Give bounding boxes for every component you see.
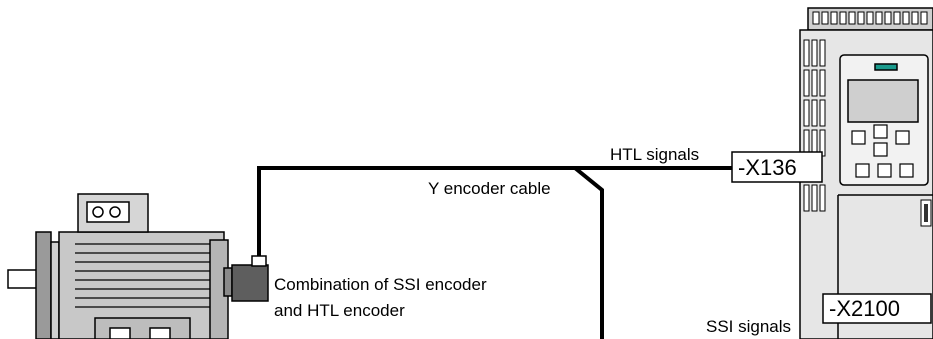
encoder-coupling [223,267,233,297]
connector-x136: -X136 [731,151,823,183]
connector-x136-label: -X136 [738,155,797,180]
cable-branch [573,166,604,339]
y-encoder-cable [257,166,735,339]
encoder-connector [251,255,267,267]
drive-status-led [874,63,898,71]
combination-label-line1: Combination of SSI encoder [274,275,487,294]
connector-x2100-label: -X2100 [829,296,900,321]
connector-x2100: -X2100 [822,293,932,324]
y-encoder-cable-label: Y encoder cable [428,179,551,198]
motor-fins [75,243,210,308]
htl-signals-label: HTL signals [610,145,699,164]
drive-top-slots [812,11,928,25]
encoder-housing [231,264,269,302]
drive-keypad [851,124,914,178]
drive-unit-icon [799,7,933,339]
motor-icon [7,193,229,339]
motor-flange [35,231,52,339]
combination-label-line2: and HTL encoder [274,301,405,320]
encoder-icon [223,255,269,302]
drive-display [847,79,919,123]
drive-vents [803,39,826,212]
ssi-signals-label: SSI signals [706,317,791,336]
